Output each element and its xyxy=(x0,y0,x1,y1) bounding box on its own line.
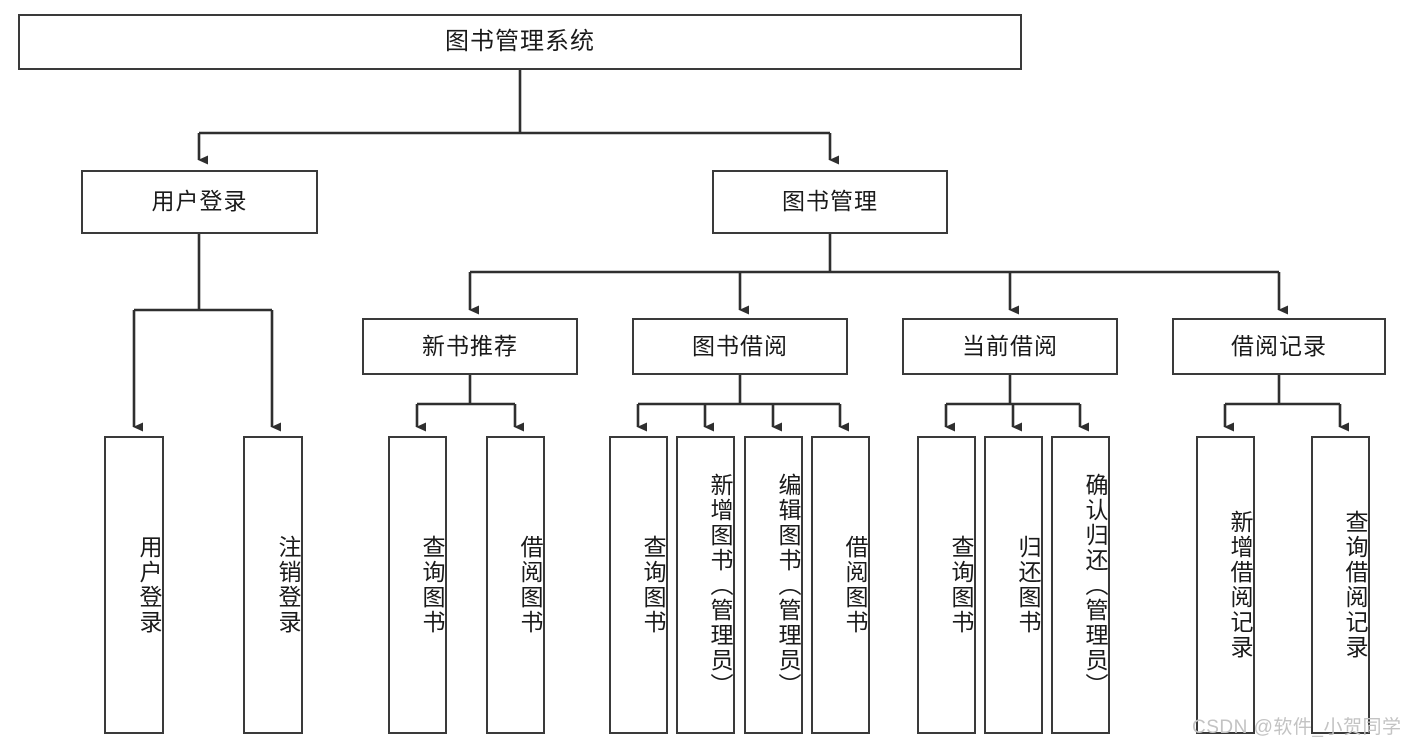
leaf-logout[interactable]: 注销登录 xyxy=(243,436,303,734)
node-label: 编辑图书（管理员） xyxy=(775,472,801,698)
leaf-add-book-admin[interactable]: 新增图书（管理员） xyxy=(676,436,735,734)
node-label: 新增图书（管理员） xyxy=(707,472,733,698)
node-current-borrow[interactable]: 当前借阅 xyxy=(902,318,1118,375)
node-label: 归还图书 xyxy=(1015,535,1041,635)
node-root-library-system[interactable]: 图书管理系统 xyxy=(18,14,1022,70)
node-label: 确认归还（管理员） xyxy=(1082,472,1108,698)
node-new-book-recommend[interactable]: 新书推荐 xyxy=(362,318,578,375)
node-label: 查询图书 xyxy=(419,535,445,635)
leaf-borrow-book-recommend[interactable]: 借阅图书 xyxy=(486,436,545,734)
node-label: 图书管理系统 xyxy=(445,27,595,55)
leaf-query-borrow-record[interactable]: 查询借阅记录 xyxy=(1311,436,1370,734)
node-label: 用户登录 xyxy=(151,188,248,215)
leaf-query-book-recommend[interactable]: 查询图书 xyxy=(388,436,447,734)
leaf-add-borrow-record[interactable]: 新增借阅记录 xyxy=(1196,436,1255,734)
leaf-borrow-book[interactable]: 借阅图书 xyxy=(811,436,870,734)
node-label: 图书管理 xyxy=(782,188,878,215)
node-book-borrow[interactable]: 图书借阅 xyxy=(632,318,848,375)
leaf-confirm-return-admin[interactable]: 确认归还（管理员） xyxy=(1051,436,1110,734)
node-label: 当前借阅 xyxy=(962,332,1058,359)
node-label: 借阅记录 xyxy=(1231,332,1327,359)
node-label: 新书推荐 xyxy=(422,332,518,359)
node-book-management[interactable]: 图书管理 xyxy=(712,170,948,234)
node-label: 用户登录 xyxy=(136,535,162,635)
leaf-query-book-borrow[interactable]: 查询图书 xyxy=(609,436,668,734)
watermark: CSDN @软件_小贺同学 xyxy=(1192,717,1402,738)
node-label: 借阅图书 xyxy=(517,535,543,635)
node-label: 新增借阅记录 xyxy=(1227,510,1253,660)
node-label: 查询图书 xyxy=(948,535,974,635)
node-label: 查询图书 xyxy=(640,535,666,635)
node-label: 借阅图书 xyxy=(842,535,868,635)
node-user-login[interactable]: 用户登录 xyxy=(81,170,318,234)
node-label: 注销登录 xyxy=(275,535,301,635)
node-borrow-record[interactable]: 借阅记录 xyxy=(1172,318,1386,375)
leaf-return-book[interactable]: 归还图书 xyxy=(984,436,1043,734)
node-label: 图书借阅 xyxy=(692,332,788,359)
leaf-edit-book-admin[interactable]: 编辑图书（管理员） xyxy=(744,436,803,734)
leaf-user-login[interactable]: 用户登录 xyxy=(104,436,164,734)
node-label: 查询借阅记录 xyxy=(1342,510,1368,660)
leaf-query-book-current[interactable]: 查询图书 xyxy=(917,436,976,734)
